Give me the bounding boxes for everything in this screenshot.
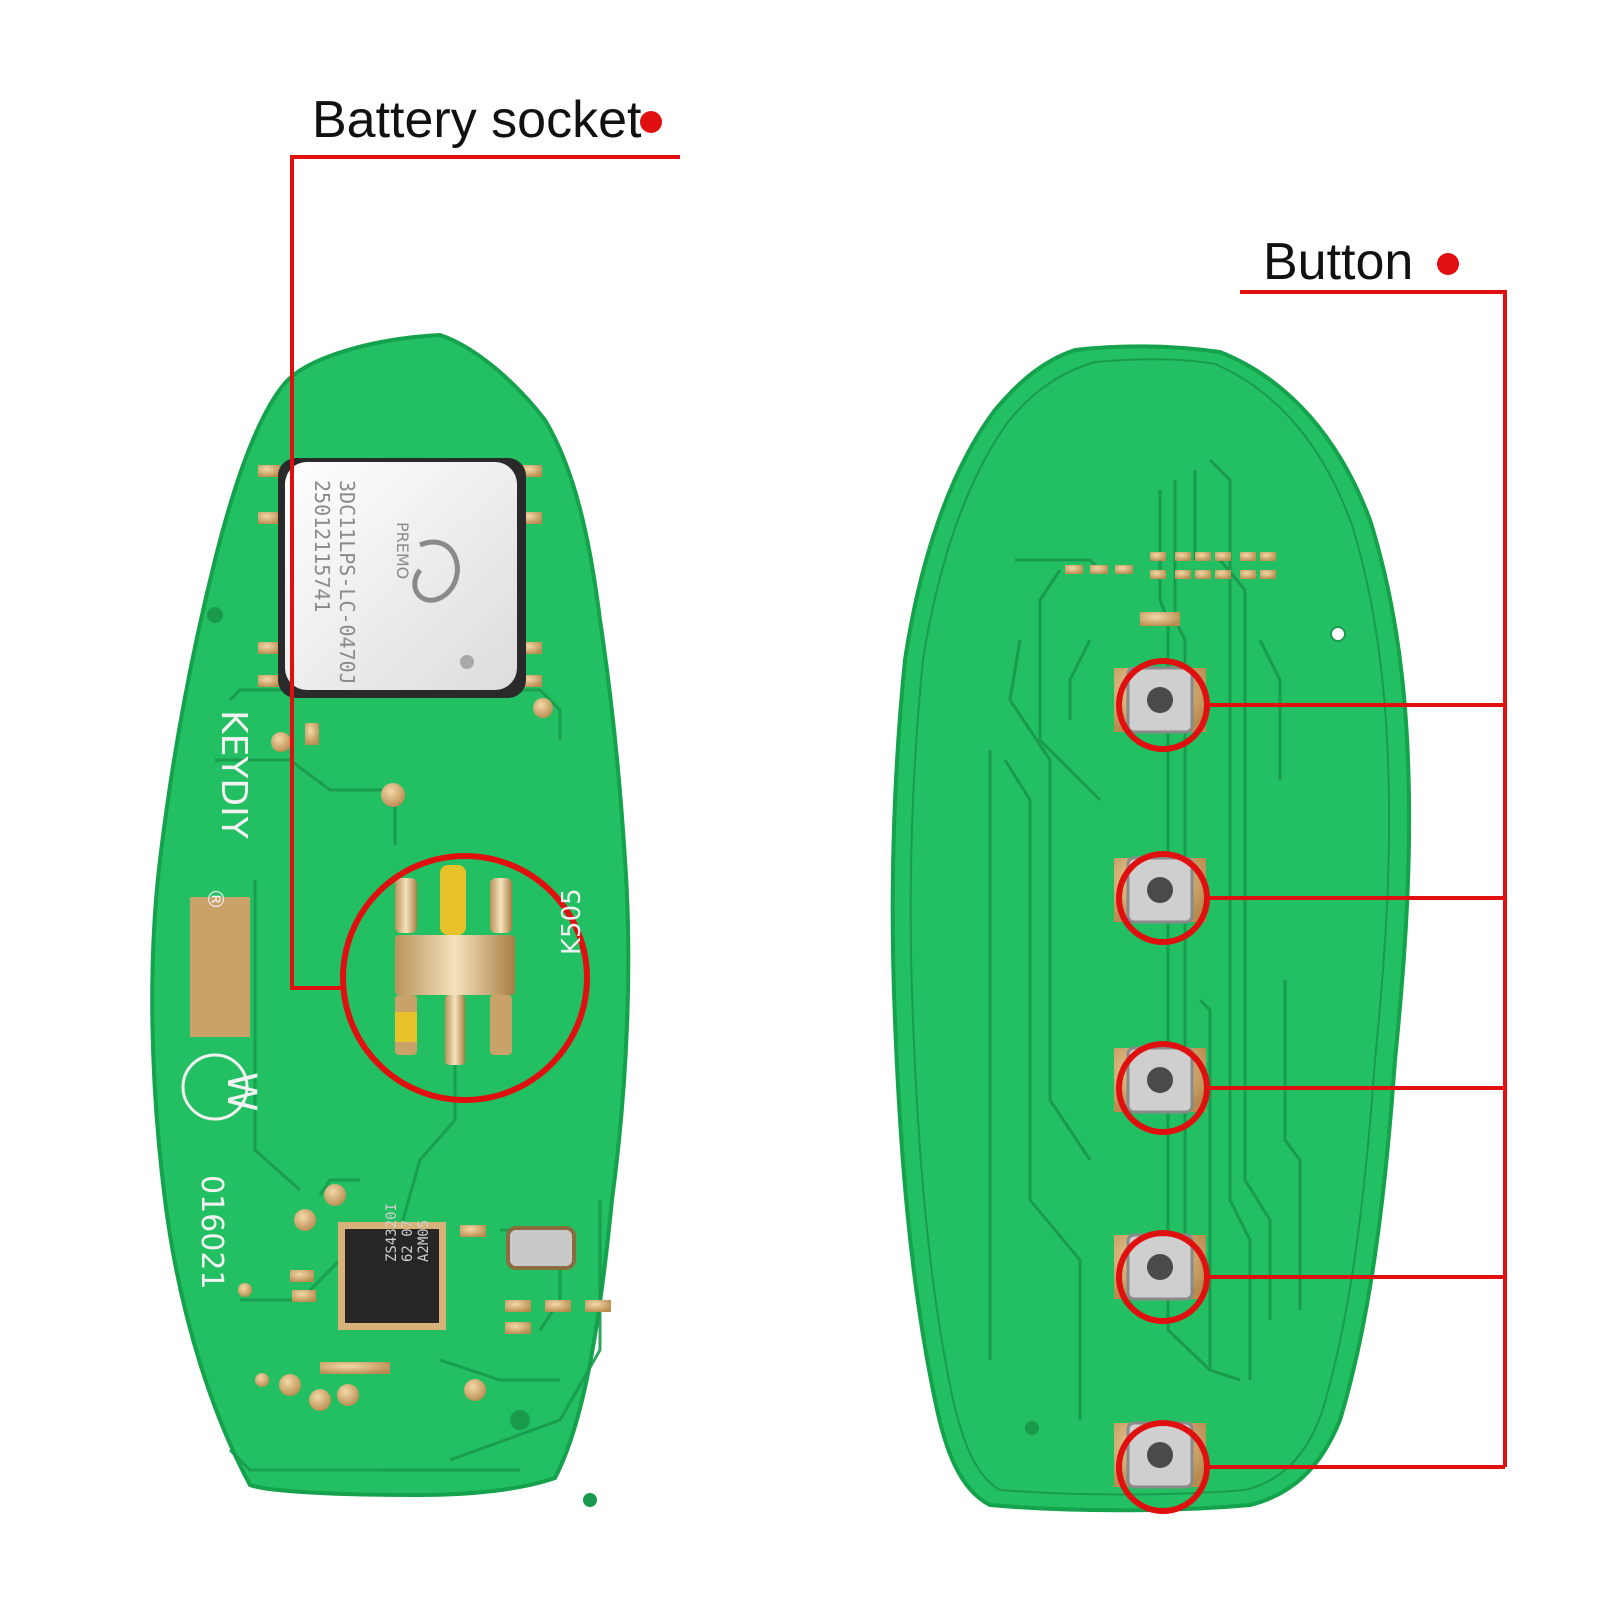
mcu-chip-line2: 62 07: [400, 1220, 416, 1262]
coil-line2-text: 25012115741: [310, 480, 334, 612]
w-mark-circle: [181, 1053, 249, 1121]
front-solder-pads: [238, 698, 611, 1411]
mcu-chip-line1: A2M05: [416, 1220, 432, 1262]
battery-socket-label-dot: [640, 111, 662, 133]
silkscreen-brand: KEYDIY: [213, 710, 254, 840]
silkscreen-registered-mark: ®: [202, 888, 227, 910]
silkscreen-ref: K505: [557, 888, 587, 955]
front-pcb-board: [150, 332, 631, 1507]
battery-callout-lines: [290, 155, 680, 1103]
coil-line1-text: 3DC11LPS-LC-0470J: [335, 480, 359, 685]
coil-brand-text: PREMO: [393, 522, 412, 579]
silkscreen-w-mark: W: [218, 1072, 264, 1112]
button-label: Button: [1263, 233, 1414, 291]
battery-socket-label: Battery socket: [312, 91, 642, 149]
mcu-chip: [338, 1222, 446, 1330]
back-pcb-board: [890, 344, 1412, 1513]
button-callout-lines: [1116, 290, 1507, 1514]
crystal-oscillator: [506, 1226, 576, 1270]
back-solder-pads: [1065, 552, 1276, 626]
coil-component: [258, 458, 542, 698]
button-label-dot: [1437, 253, 1459, 275]
tactile-buttons: [1114, 666, 1206, 1489]
battery-socket-clip: [395, 865, 515, 1065]
mcu-chip-line3: ZS4320I: [384, 1203, 400, 1262]
tactile-button-1: [1114, 666, 1206, 734]
antenna-pad: [190, 897, 250, 1037]
silkscreen-part-number: 016021: [194, 1175, 229, 1290]
tactile-button-4: [1114, 1233, 1206, 1301]
